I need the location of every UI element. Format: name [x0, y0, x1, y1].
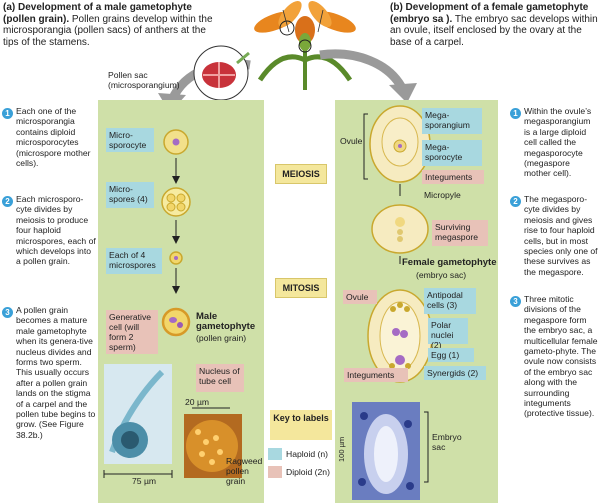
key-title: Key to labels — [270, 410, 332, 440]
ovule-top-label: Ovule — [340, 136, 363, 146]
male-gametophyte-label: Male gametophyte — [196, 311, 256, 332]
diploid-label: Diploid (2n) — [286, 467, 330, 477]
right-step-2-text: The megasporo-cyte divides by meiosis an… — [524, 194, 598, 277]
megasporocyte-label: Mega-sporocyte — [422, 140, 482, 166]
integuments-bottom-label: Integuments — [344, 368, 408, 382]
female-gametophyte-label: Female gametophyte — [402, 257, 497, 268]
meiosis-label: MEIOSIS — [275, 164, 327, 184]
ovule-bottom-label: Ovule — [343, 290, 377, 304]
right-curved-arrow — [319, 49, 417, 103]
left-header-title: (a) Development of a male gametophyte (p… — [3, 2, 192, 25]
haploid-swatch — [268, 448, 282, 460]
embryo-sac-micrograph — [352, 402, 429, 500]
scale-75um: 75 µm — [132, 476, 157, 486]
ragweed-label: Ragweed pollen grain — [226, 456, 263, 486]
tube-nucleus-label: Nucleus of tube cell — [196, 364, 244, 392]
microsporocyte-label: Micro-sporocyte — [106, 128, 154, 152]
each-of-4-microspores-label: Each of 4 microspores — [106, 248, 162, 274]
left-header-body: Pollen grains develop within the microsp… — [3, 13, 213, 48]
micropyle-label: Micropyle — [424, 190, 461, 200]
right-step-1-number: 1 — [510, 108, 521, 119]
pollen-sac-illustration — [193, 45, 250, 101]
synergids-label: Synergids (2) — [424, 366, 486, 380]
pollen-grain-label: (pollen grain) — [196, 333, 247, 343]
left-header: (a) Development of a male gametophyte (p… — [3, 2, 223, 48]
diploid-swatch — [268, 466, 282, 478]
mitosis-label: MITOSIS — [275, 278, 327, 298]
haploid-label: Haploid (n) — [286, 449, 329, 459]
embryo-sac-paren-label: (embryo sac) — [416, 270, 467, 280]
microspores-label: Micro-spores (4) — [106, 182, 154, 208]
right-step-2-number: 2 — [510, 196, 521, 207]
right-header-body: The embryo sac develops within an ovule,… — [390, 13, 598, 48]
embryo-sac-label: Embryo sac — [432, 432, 462, 452]
left-step-1-number: 1 — [2, 108, 13, 119]
right-header-title: (b) Development of a female gametophyte … — [390, 2, 589, 25]
left-step-2-number: 2 — [2, 196, 13, 207]
antipodal-label: Antipodal cells (3) — [424, 288, 476, 314]
surviving-megaspore-label: Surviving megaspore — [432, 220, 488, 246]
integuments-top-label: Integuments — [422, 170, 484, 184]
female-lineage-graphics — [363, 105, 433, 383]
right-step-1-text: Within the ovule’s megasporangium is a l… — [524, 106, 592, 179]
left-step-3-number: 3 — [2, 307, 13, 318]
left-step-1-text: Each one of the microsporangia contains … — [16, 106, 91, 169]
right-step-3-number: 3 — [510, 296, 521, 307]
generative-cell-label: Generative cell (will form 2 sperm) — [106, 310, 158, 354]
right-header: (b) Development of a female gametophyte … — [390, 2, 598, 48]
polar-nuclei-label: Polar nuclei (2) — [428, 318, 468, 350]
scale-20um: 20 µm — [185, 397, 210, 407]
megasporangium-label: Mega-sporangium — [422, 108, 482, 134]
pollen-sac-label: Pollen sac (microsporangium) — [108, 70, 180, 90]
egg-label: Egg (1) — [428, 348, 474, 362]
flower-illustration — [254, 0, 356, 90]
left-step-3-text: A pollen grain becomes a mature male gam… — [16, 305, 96, 440]
pollen-micrographs — [103, 364, 242, 478]
right-step-3-text: Three mitotic divisions of the megaspore… — [524, 294, 598, 419]
male-lineage-graphics — [161, 129, 191, 337]
left-step-2-text: Each microsporo-cyte divides by meiosis … — [16, 194, 96, 267]
scale-100um: 100 µm — [337, 436, 346, 462]
